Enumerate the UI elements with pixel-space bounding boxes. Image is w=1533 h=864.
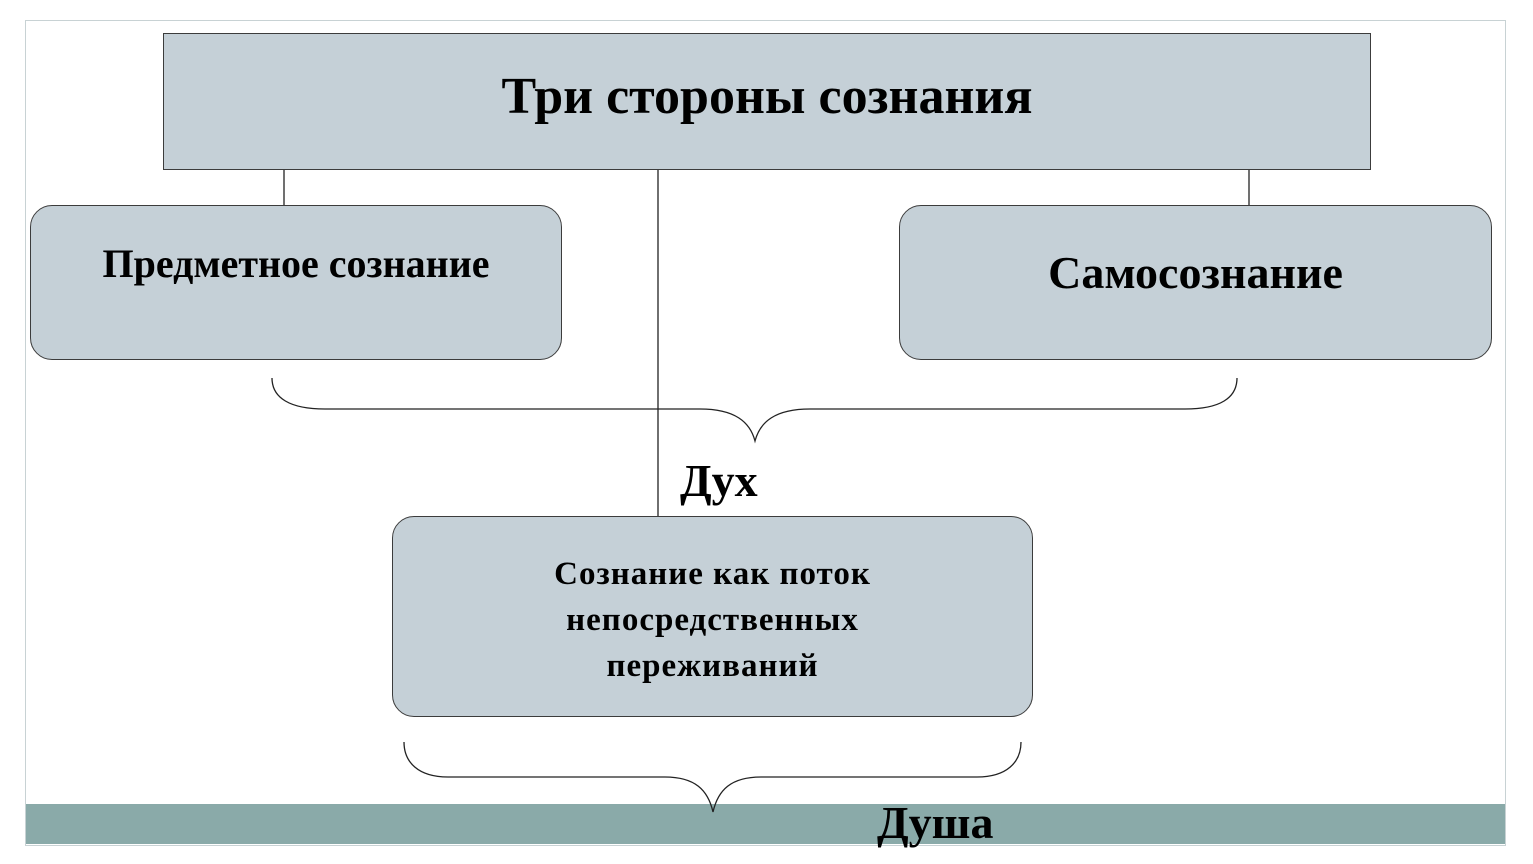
node-stream-line-2: непосредственных [566, 602, 859, 638]
brace-label-soul: Душа [877, 797, 994, 848]
node-self-consciousness: Самосознание [899, 205, 1492, 360]
diagram-title-box: Три стороны сознания [163, 33, 1371, 170]
slide-frame [25, 20, 1506, 846]
node-object-consciousness: Предметное сознание [30, 205, 562, 360]
node-stream-of-consciousness: Сознание как поток непосредственных пере… [392, 516, 1033, 717]
node-object-consciousness-label: Предметное сознание [102, 241, 490, 286]
diagram-title: Три стороны сознания [501, 68, 1033, 125]
slide-bottom-bar [26, 804, 1505, 844]
node-stream-line-3: переживаний [606, 648, 819, 684]
brace-label-spirit: Дух [680, 455, 758, 506]
node-self-consciousness-label: Самосознание [1048, 247, 1343, 298]
node-stream-line-1: Сознание как поток [554, 556, 871, 592]
